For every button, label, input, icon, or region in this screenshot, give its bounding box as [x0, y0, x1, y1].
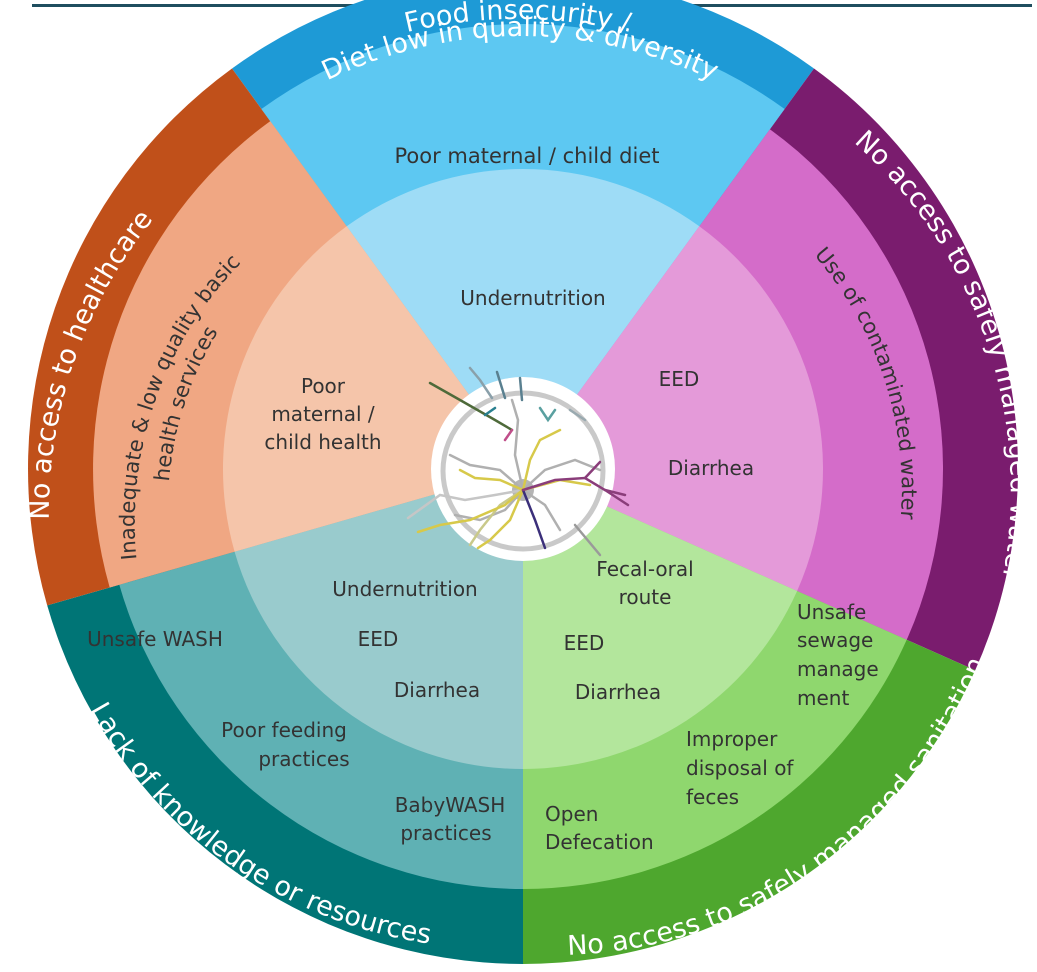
center-ring — [440, 390, 606, 552]
mid-label-unsafe-sewage-line3: manage — [797, 657, 879, 681]
inner-label-knowledge-undernutrition: Undernutrition — [332, 577, 477, 601]
mid-label-babywash-line2: practices — [400, 821, 491, 845]
mid-label-unsafe-sewage-line4: ment — [797, 686, 849, 710]
mid-label-unsafe-sewage-line2: sewage — [797, 628, 873, 652]
inner-label-sanitation-diarrhea: Diarrhea — [575, 680, 661, 704]
mid-label-poor-feeding-line2: practices — [258, 747, 349, 771]
inner-label-sanitation-eed: EED — [564, 631, 605, 655]
mid-label-babywash-line1: BabyWASH — [395, 793, 506, 817]
mid-label-unsafe-sewage-line1: Unsafe — [797, 600, 866, 624]
inner-label-water-diarrhea: Diarrhea — [668, 456, 754, 480]
inner-label-sanitation-fecal1: Fecal-oral — [596, 557, 693, 581]
mid-label-poor-feeding-line1: Poor feeding — [221, 718, 347, 742]
center-disc — [431, 377, 615, 561]
sector-knowledge-inner — [234, 469, 523, 769]
inner-label-sanitation-fecal2: route — [619, 585, 672, 609]
mid-label-improper-line3: feces — [686, 785, 739, 809]
inner-label-water-eed: EED — [659, 367, 700, 391]
mid-label-open-defecation-line2: Defecation — [545, 830, 654, 854]
vessel-lines — [406, 366, 630, 557]
mid-label-open-defecation-line1: Open — [545, 802, 598, 826]
intestine-illustration — [406, 366, 630, 561]
mid-label-improper-line2: disposal of — [686, 756, 794, 780]
mid-label-unsafe-wash: Unsafe WASH — [87, 627, 223, 651]
mid-label-food: Poor maternal / child diet — [395, 144, 660, 168]
inner-label-health-line1: Poor — [301, 374, 346, 398]
inner-label-knowledge-eed: EED — [358, 627, 399, 651]
mid-label-improper-line1: Improper — [686, 727, 778, 751]
inner-label-health-line3: child health — [264, 430, 381, 454]
inner-label-knowledge-diarrhea: Diarrhea — [394, 678, 480, 702]
inner-label-health-line2: maternal / — [271, 402, 375, 426]
inner-label-food: Undernutrition — [460, 286, 605, 310]
sector-food-inner — [346, 169, 700, 469]
